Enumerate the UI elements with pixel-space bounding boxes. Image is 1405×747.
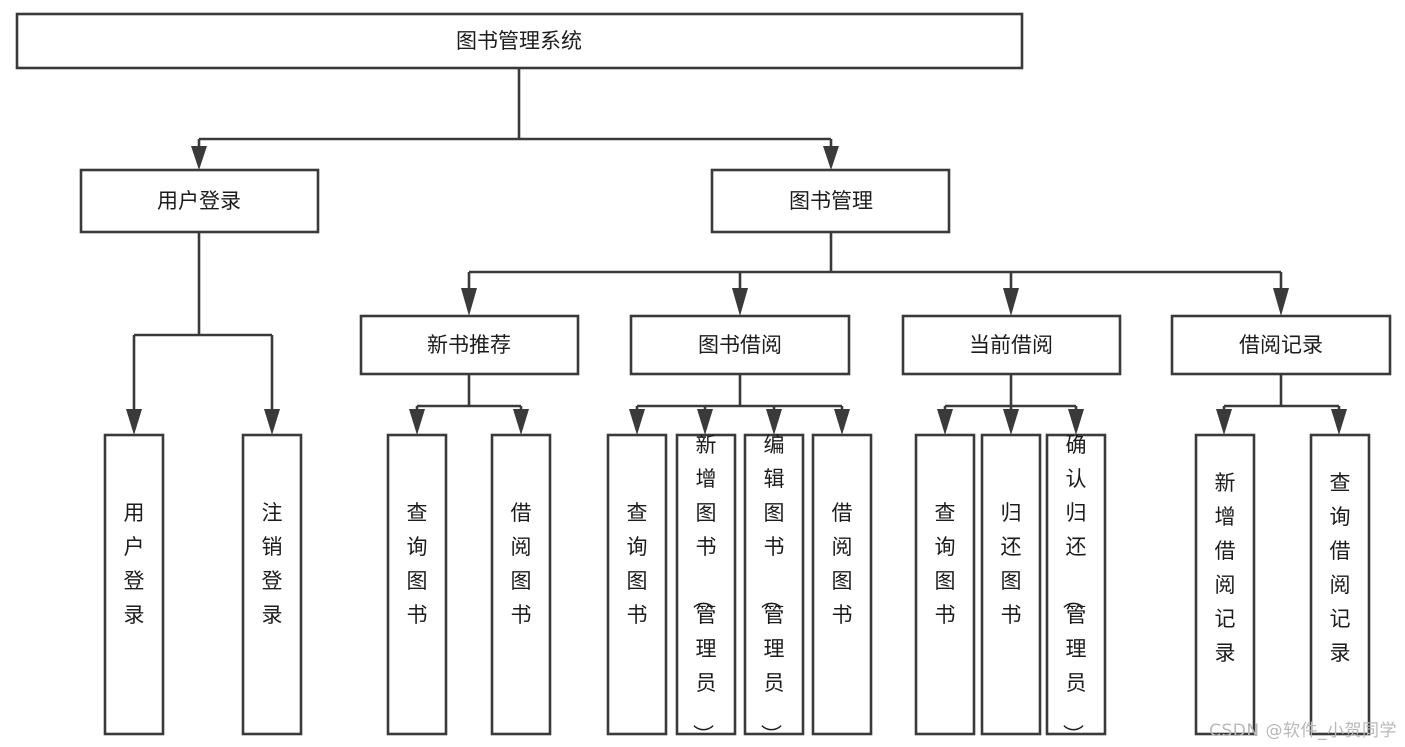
connector-root-to-level2 — [191, 68, 839, 170]
arrow-head-icon — [697, 409, 713, 435]
leaf-book-borrow-borrow[interactable]: 借阅图书 — [811, 433, 873, 736]
arrow-head-icon — [732, 288, 748, 316]
node-user-login[interactable]: 用户登录 — [79, 168, 320, 234]
node-root-label: 图书管理系统 — [456, 29, 582, 53]
leaf-new-book-query[interactable]: 查询图书 — [386, 433, 448, 736]
arrow-head-icon — [191, 146, 207, 170]
node-new-book-recommend[interactable]: 新书推荐 — [359, 314, 580, 376]
leaf-book-borrow-edit[interactable]: 编辑图书（管理员） — [743, 433, 805, 745]
arrow-head-icon — [766, 409, 782, 435]
arrow-head-icon — [264, 409, 280, 435]
node-book-borrow[interactable]: 图书借阅 — [629, 314, 851, 376]
arrow-head-icon — [834, 409, 850, 435]
arrow-head-icon — [823, 146, 839, 170]
leaf-label: 新增借阅记录 — [1215, 471, 1236, 665]
arrow-head-icon — [1331, 409, 1347, 435]
connector-newbook-to-leaves — [409, 374, 529, 435]
node-new-book-recommend-label: 新书推荐 — [427, 333, 511, 357]
node-book-management-label: 图书管理 — [789, 189, 873, 213]
leaf-new-book-borrow[interactable]: 借阅图书 — [490, 433, 552, 736]
leaf-user-login-login[interactable]: 用户登录 — [103, 433, 165, 736]
arrow-head-icon — [1068, 409, 1084, 435]
arrow-head-icon — [409, 409, 425, 435]
node-current-borrow[interactable]: 当前借阅 — [901, 314, 1122, 376]
leaf-label: 查询图书 — [935, 501, 956, 627]
leaf-label: 注销登录 — [262, 501, 283, 627]
leaf-label: 查询图书 — [627, 501, 648, 627]
csdn-watermark: CSDN @软件_小贺同学 — [1209, 721, 1397, 741]
leaf-label: 查询借阅记录 — [1330, 471, 1351, 665]
leaf-current-borrow-confirm[interactable]: 确认归还（管理员） — [1045, 433, 1107, 745]
arrow-head-icon — [937, 409, 953, 435]
leaf-borrow-record-query[interactable]: 查询借阅记录 — [1309, 433, 1371, 736]
connector-borrowrecord-to-leaves — [1216, 374, 1347, 435]
leaf-label: 新增图书（管理员） — [691, 433, 717, 745]
node-borrow-record[interactable]: 借阅记录 — [1170, 314, 1392, 376]
arrow-head-icon — [1003, 288, 1019, 316]
leaf-user-login-logout[interactable]: 注销登录 — [241, 433, 303, 736]
connector-userlogin-to-leaves — [126, 232, 280, 435]
arrow-head-icon — [513, 409, 529, 435]
leaf-label: 编辑图书（管理员） — [759, 433, 785, 745]
node-user-login-label: 用户登录 — [157, 189, 241, 213]
arrow-head-icon — [1216, 409, 1232, 435]
leaf-label: 确认归还（管理员） — [1061, 433, 1087, 745]
node-book-borrow-label: 图书借阅 — [698, 333, 782, 357]
leaf-label: 查询图书 — [407, 501, 428, 627]
arrow-head-icon — [1273, 288, 1289, 316]
leaf-current-borrow-return[interactable]: 归还图书 — [980, 433, 1042, 736]
leaf-label: 借阅图书 — [511, 501, 532, 627]
node-borrow-record-label: 借阅记录 — [1239, 333, 1323, 357]
leaf-label: 借阅图书 — [832, 501, 853, 627]
arrow-head-icon — [1003, 409, 1019, 435]
leaf-borrow-record-add[interactable]: 新增借阅记录 — [1194, 433, 1256, 736]
leaf-label: 归还图书 — [1001, 501, 1022, 627]
connector-bookborrow-to-leaves — [629, 374, 850, 435]
arrow-head-icon — [461, 288, 477, 316]
connector-currentborrow-to-leaves — [937, 374, 1084, 435]
arrow-head-icon — [126, 409, 142, 435]
leaf-book-borrow-query[interactable]: 查询图书 — [606, 433, 668, 736]
leaf-label: 用户登录 — [124, 501, 145, 627]
arrow-head-icon — [629, 409, 645, 435]
leaf-current-borrow-query[interactable]: 查询图书 — [914, 433, 976, 736]
leaf-book-borrow-add[interactable]: 新增图书（管理员） — [675, 433, 737, 745]
node-current-borrow-label: 当前借阅 — [969, 333, 1053, 357]
node-root-system[interactable]: 图书管理系统 — [15, 12, 1024, 70]
connector-bookmgmt-to-level3 — [461, 232, 1289, 316]
node-book-management[interactable]: 图书管理 — [710, 168, 951, 234]
